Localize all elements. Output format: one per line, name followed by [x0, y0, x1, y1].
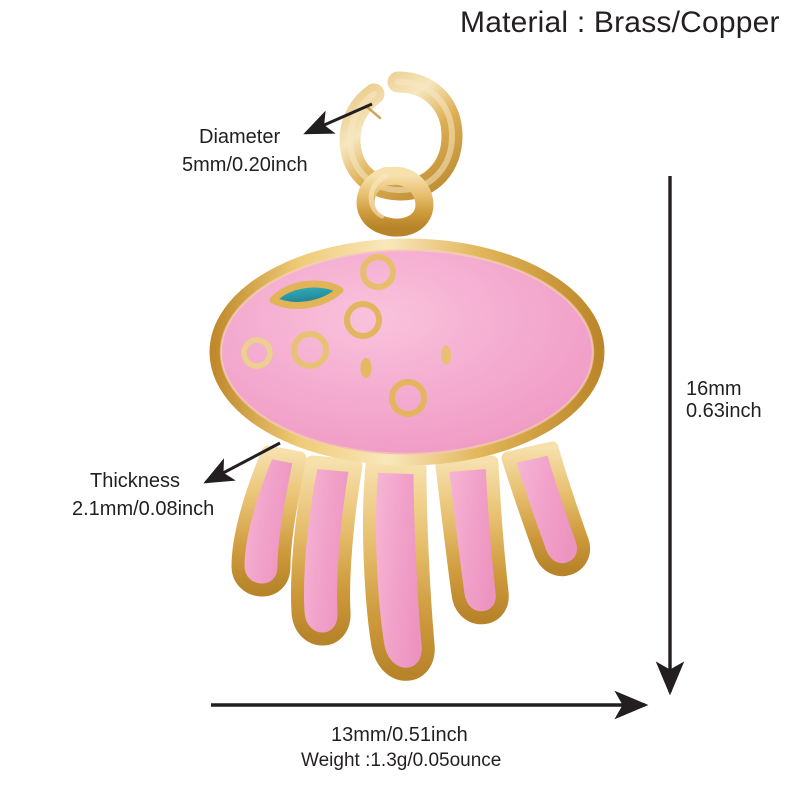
diameter-value: 5mm/0.20inch [182, 154, 308, 176]
thickness-label: Thickness [90, 470, 181, 492]
diameter-label: Diameter [199, 126, 281, 148]
thickness-pointer-arrow [203, 441, 281, 484]
width-value: 13mm/0.51inch [331, 724, 468, 746]
dome-decorations [241, 254, 451, 417]
teal-eye-decoration [269, 280, 344, 309]
tentacles [231, 441, 591, 681]
height-value-inch: 0.63inch [686, 400, 762, 422]
height-value-mm: 16mm [686, 378, 742, 400]
jump-ring [339, 71, 463, 201]
diameter-pointer-arrow [303, 102, 373, 135]
thickness-value: 2.1mm/0.08inch [72, 498, 215, 520]
bail-loop [356, 166, 434, 237]
weight-label: Weight :1.3g/0.05ounce [301, 750, 502, 771]
material-label: Material : Brass/Copper [460, 6, 780, 39]
